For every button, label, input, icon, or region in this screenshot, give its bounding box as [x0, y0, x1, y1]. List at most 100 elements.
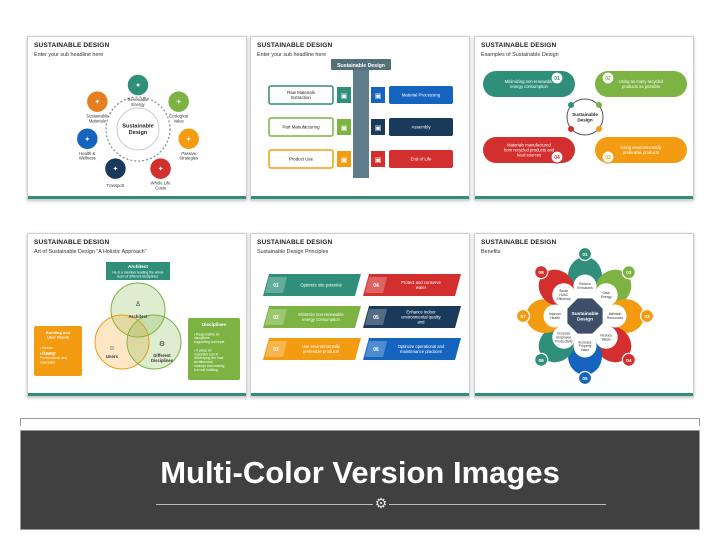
example-box: [595, 137, 687, 163]
benefit-number-badge: [534, 265, 549, 280]
architect-box-title: Architect: [128, 264, 148, 269]
benefit-number-badge: [621, 265, 636, 280]
benefit-inner: [603, 304, 627, 328]
left-label: Product Use: [289, 157, 314, 162]
benefit-number: 02: [626, 270, 632, 276]
left-box: [34, 326, 82, 376]
left-label: Part Manufacturing: [282, 125, 320, 130]
slide-title: SUSTAINABLE DESIGN: [481, 42, 557, 49]
right-icon: ▣: [375, 157, 382, 164]
node-icon: ✦: [176, 98, 182, 106]
principle-number-tab: [365, 277, 387, 293]
principle-number-tab: [365, 309, 387, 325]
slide-subtitle: Enter your sub headline here: [34, 52, 104, 58]
banner: Multi-Color Version Images ⚙: [20, 430, 700, 530]
header-box: [331, 59, 391, 70]
node-circle: [166, 89, 191, 114]
node-icon: ✦: [186, 135, 192, 143]
left-box: [268, 85, 334, 105]
benefit-inner: [594, 325, 618, 349]
node-icon: ✦: [135, 82, 141, 90]
right-connector: [371, 119, 385, 135]
right-connector: [371, 87, 385, 103]
slide-accent-bar: [475, 196, 693, 199]
center-circle: [566, 98, 604, 136]
principle-number: 02: [273, 315, 279, 321]
node-label: Health &Wellness: [79, 151, 96, 161]
benefit-inner: [543, 304, 567, 328]
venn-circle-architect: [110, 282, 166, 338]
architect-icon: ♙: [135, 300, 141, 308]
slide-subtitle: Benefits: [481, 249, 501, 255]
connector-dot: [596, 126, 602, 132]
right-label: End of Life: [411, 157, 433, 162]
right-icon: ▣: [375, 125, 382, 132]
benefit-number-badge: [577, 246, 593, 262]
principle-box: [363, 306, 461, 328]
left-connector: [337, 87, 351, 103]
slide-subtitle: Examples of Sustainable Design: [481, 52, 559, 58]
slide-thumbnail-1[interactable]: SUSTAINABLE DESIGN Enter your sub headli…: [27, 36, 247, 200]
example-number-badge: [550, 150, 564, 164]
benefit-number: 06: [538, 358, 544, 364]
node-circle: [148, 156, 173, 181]
slide-thumbnail-5[interactable]: SUSTAINABLE DESIGN Sustainable Design Pr…: [250, 233, 470, 397]
principle-label: Optimize site potential: [300, 282, 341, 287]
slide-thumbnail-4[interactable]: SUSTAINABLE DESIGN Art of Sustainable De…: [27, 233, 247, 397]
spine: [353, 70, 369, 178]
principle-number: 04: [373, 283, 379, 289]
center-circle: [116, 107, 160, 151]
node-circle: [75, 127, 100, 151]
principle-number-tab: [265, 277, 287, 293]
benefit-number-badge: [621, 352, 636, 367]
banner-frame: [20, 418, 700, 426]
slide-title: SUSTAINABLE DESIGN: [257, 239, 333, 246]
principle-number: 01: [273, 283, 279, 289]
slide-thumbnail-2[interactable]: SUSTAINABLE DESIGN Enter your sub headli…: [250, 36, 470, 200]
benefit-inner: [594, 283, 618, 307]
node-icon: ✦: [113, 165, 119, 173]
left-box-item: • Needs: [40, 346, 53, 350]
connector-dot: [568, 126, 574, 132]
benefit-number: 03: [644, 314, 650, 320]
principle-box: [263, 274, 361, 296]
benefit-inner: [552, 283, 576, 307]
gear-icon: ⚙: [159, 340, 165, 348]
benefit-number: 05: [582, 376, 588, 382]
left-icon: ▣: [341, 157, 348, 164]
slide-subtitle: Art of Sustainable Design "A Holistic Ap…: [34, 249, 147, 255]
example-number: 04: [554, 155, 560, 161]
principle-number: 05: [373, 315, 379, 321]
right-box: [188, 318, 240, 380]
users-icon: ☺: [108, 345, 115, 352]
node-label: Transport: [107, 183, 126, 188]
node-circle: [85, 89, 110, 114]
benefit-number-badge: [577, 370, 593, 386]
right-label: Material Processing: [402, 93, 441, 98]
right-box: [389, 118, 453, 136]
left-icon: ▣: [341, 93, 348, 100]
benefit-number-badge: [515, 308, 531, 324]
banner-title: Multi-Color Version Images: [160, 455, 560, 490]
principle-number-tab: [365, 341, 387, 357]
example-number-badge: [601, 150, 615, 164]
benefit-number: 08: [538, 270, 544, 276]
benefit-inner: [573, 274, 597, 298]
slide-thumbnail-3[interactable]: SUSTAINABLE DESIGN Examples of Sustainab…: [474, 36, 694, 200]
